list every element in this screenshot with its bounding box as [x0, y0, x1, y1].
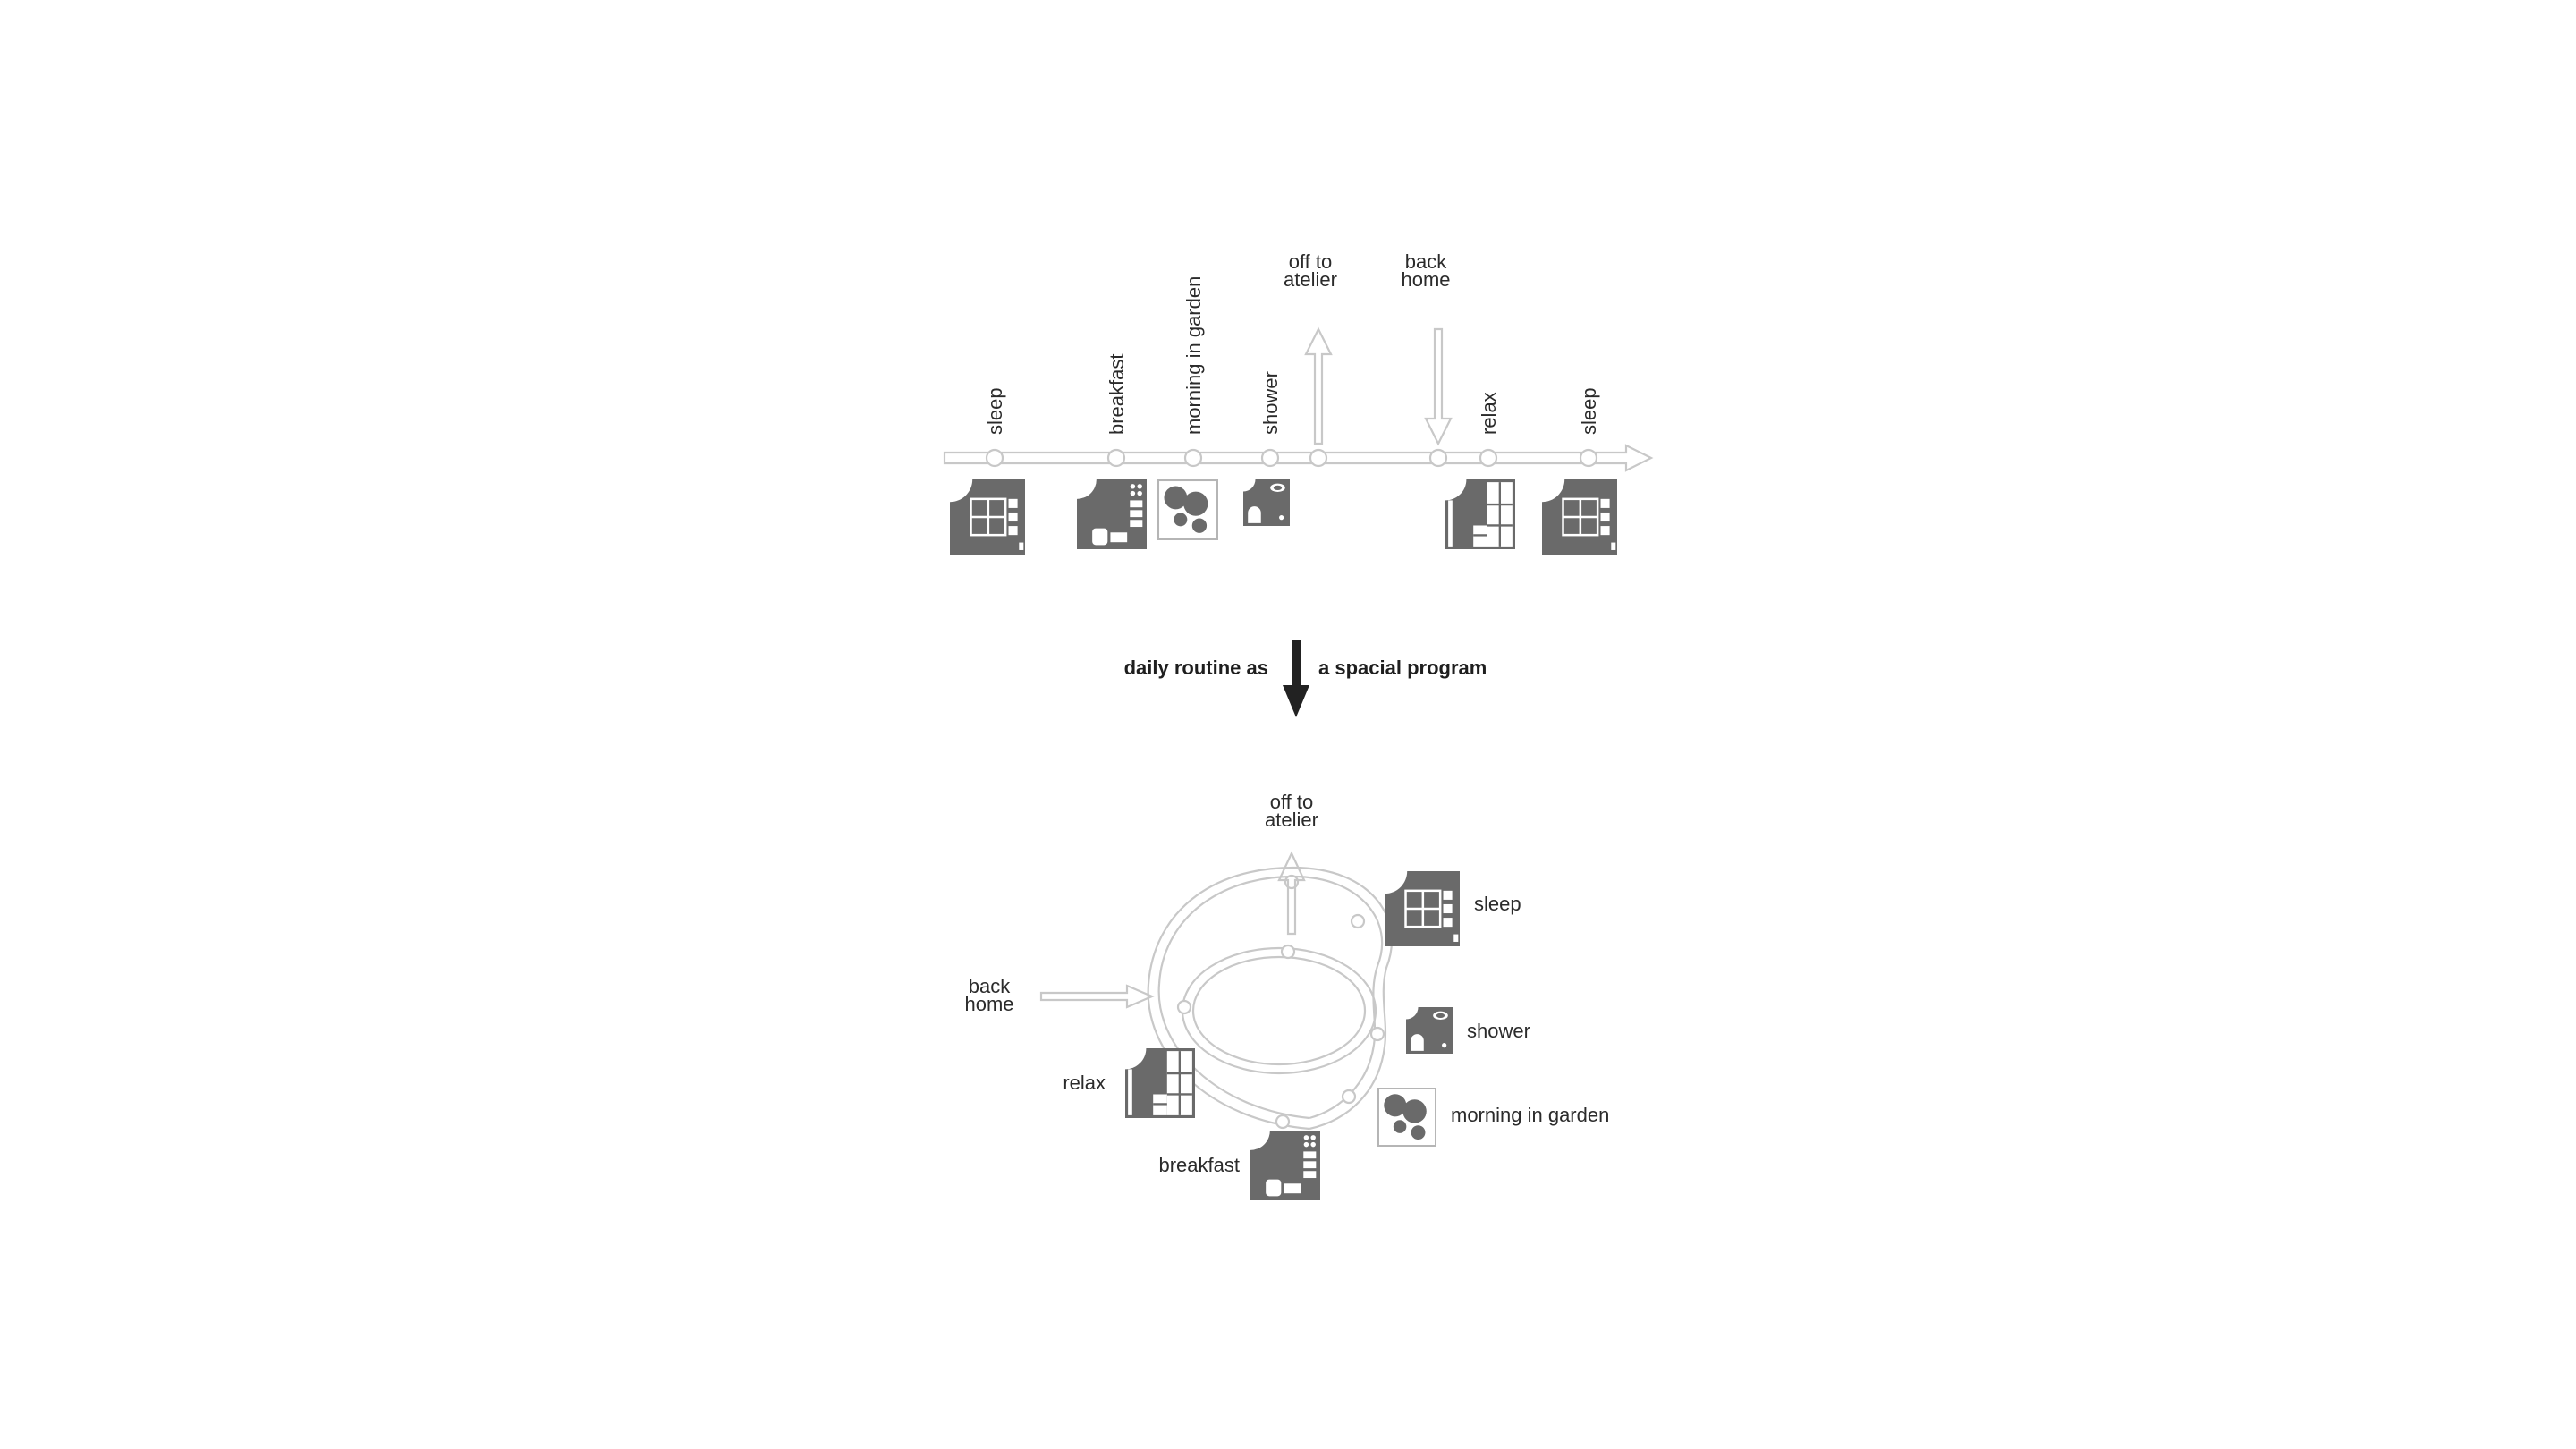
bedroom-icon: [1542, 479, 1617, 555]
back-home-arrow: [1424, 327, 1453, 446]
loop-label-atelier: atelier: [1265, 809, 1318, 831]
loop-node: [1341, 1089, 1357, 1105]
timeline-node: [1309, 448, 1328, 468]
timeline-node: [1479, 448, 1498, 468]
loop-connector: [1309, 1046, 1386, 1131]
loop-label-home: home: [964, 993, 1013, 1015]
timeline-label-atelier: atelier: [1284, 268, 1337, 291]
timeline-node: [985, 448, 1004, 468]
timeline-label-relax: relax: [1478, 392, 1500, 435]
inner-loop-track: [1191, 955, 1367, 1066]
timeline-arrow: [943, 444, 1654, 472]
transition-text-left: daily routine as: [1124, 657, 1268, 679]
timeline-nodes: [985, 448, 1598, 468]
loop-label-shower: shower: [1467, 1020, 1530, 1042]
garden-icon: [1377, 1088, 1436, 1147]
loop-node: [1275, 1114, 1291, 1130]
off-to-atelier-arrow: [1304, 326, 1333, 445]
loop-node: [1280, 944, 1296, 960]
back-home-arrow: [1039, 984, 1155, 1009]
timeline-node: [1183, 448, 1203, 468]
timeline-label-off-to: off to: [1289, 250, 1333, 273]
timeline-label-breakfast: breakfast: [1106, 354, 1128, 436]
transition-section: daily routine as a spacial program: [1124, 640, 1487, 717]
loop-node: [1176, 999, 1192, 1015]
timeline-node: [1428, 448, 1448, 468]
bedroom-icon: [950, 479, 1025, 555]
loop-node: [1369, 1026, 1385, 1042]
timeline-label-sleep: sleep: [1578, 387, 1600, 435]
kitchen-icon: [1077, 479, 1147, 549]
loop-label-sleep: sleep: [1474, 893, 1521, 915]
bedroom-icon: [1385, 871, 1460, 946]
timeline-label-home: home: [1401, 268, 1450, 291]
loop-section: off to atelier back home sleep shower mo…: [964, 791, 1609, 1200]
loop-label-garden: morning in garden: [1451, 1104, 1609, 1126]
inner-loop-track: [1181, 946, 1377, 1075]
garden-icon: [1157, 479, 1218, 540]
timeline-label-back: back: [1405, 250, 1447, 273]
bathroom-icon: [1406, 1007, 1453, 1054]
timeline-label-garden: morning in garden: [1182, 276, 1205, 435]
loop-label-back: back: [969, 975, 1011, 997]
transition-text-right: a spacial program: [1318, 657, 1487, 679]
loop-node: [1350, 913, 1366, 929]
main-down-arrow: [1283, 640, 1309, 717]
timeline-node: [1106, 448, 1126, 468]
loop-label-off-to: off to: [1270, 791, 1314, 813]
loop-label-breakfast: breakfast: [1159, 1154, 1241, 1176]
kitchen-icon: [1250, 1131, 1320, 1200]
timeline-node: [1260, 448, 1280, 468]
living-room-icon: [1125, 1048, 1195, 1118]
timeline-section: sleep breakfast morning in garden shower…: [943, 250, 1654, 555]
timeline-label-shower: shower: [1259, 371, 1282, 435]
living-room-icon: [1445, 479, 1515, 549]
timeline-label-sleep: sleep: [984, 387, 1006, 435]
timeline-node: [1579, 448, 1598, 468]
off-to-atelier-arrow: [1277, 851, 1306, 936]
loop-label-relax: relax: [1063, 1072, 1106, 1094]
loop-connector: [1309, 1044, 1376, 1120]
bathroom-icon: [1243, 479, 1290, 526]
